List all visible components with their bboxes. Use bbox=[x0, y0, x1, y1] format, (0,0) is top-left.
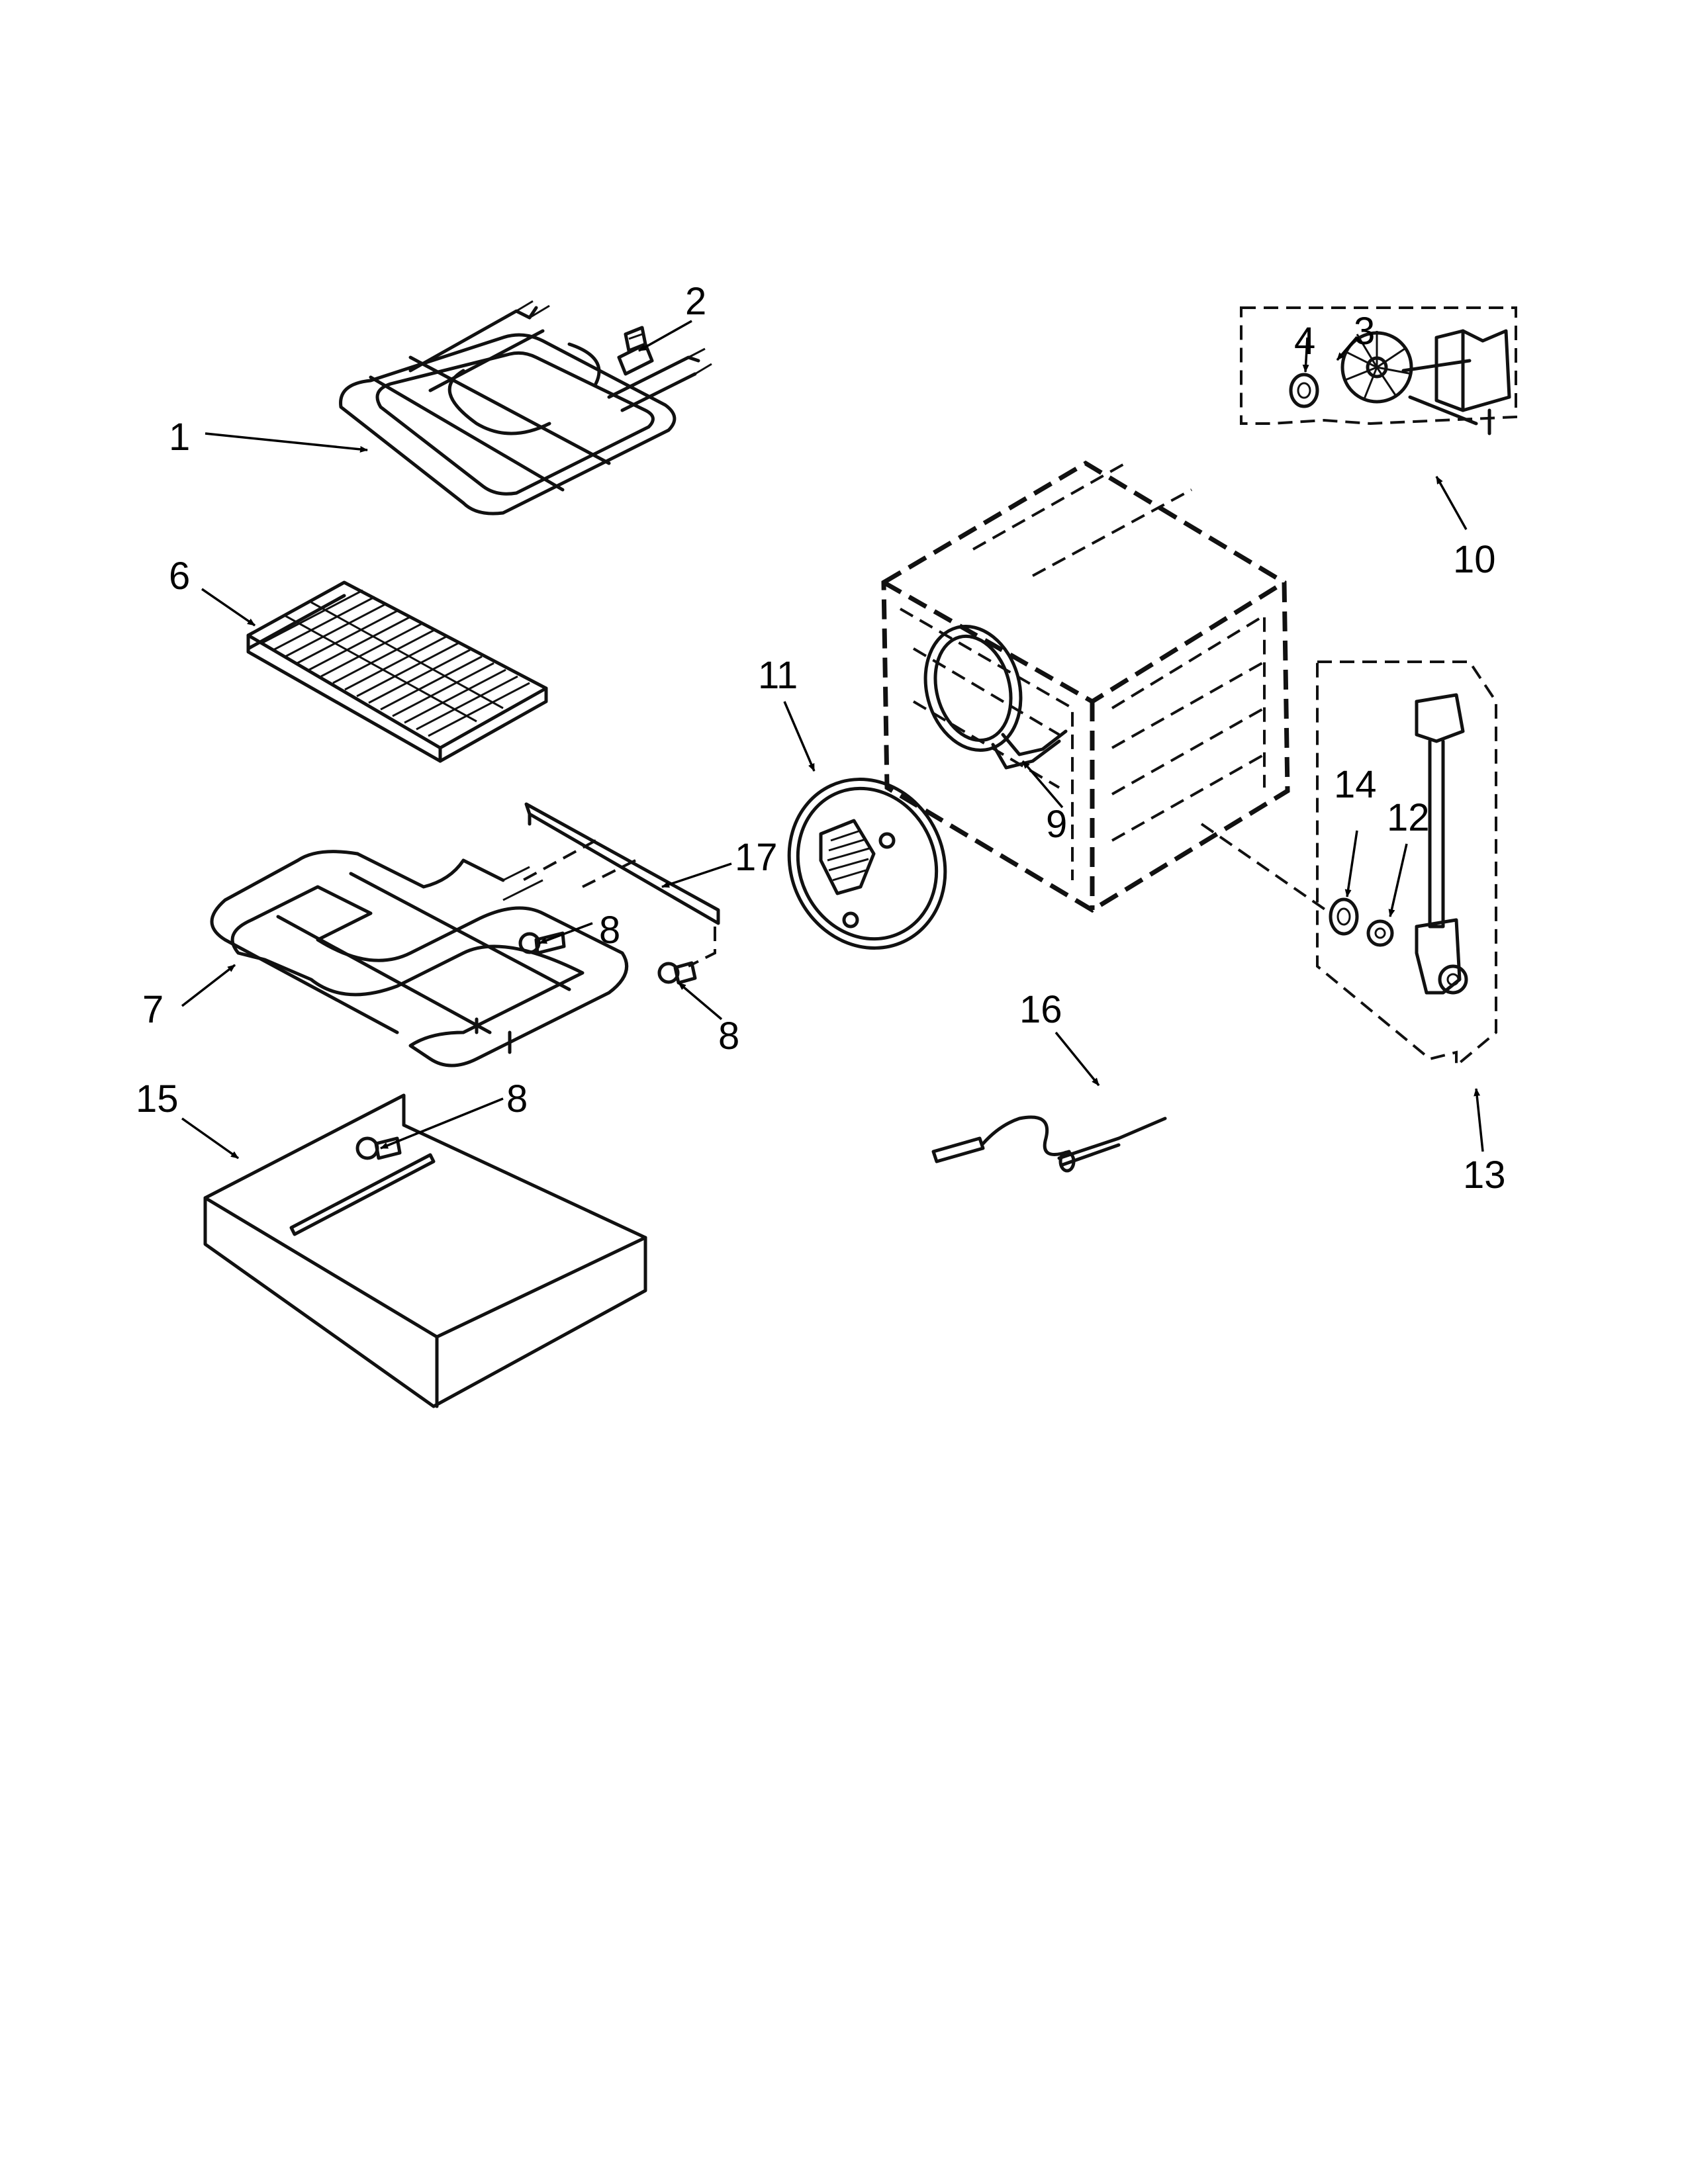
fan-motor-mount bbox=[1415, 693, 1468, 995]
assembly-axis bbox=[1200, 823, 1332, 915]
screw-8c bbox=[355, 1136, 402, 1160]
callout-16: 16 bbox=[1019, 988, 1062, 1031]
callout-labels: 1 2 3 4 6 7 8 8 8 9 10 11 12 13 14 15 16… bbox=[136, 280, 1506, 1197]
callout-1: 1 bbox=[169, 416, 190, 459]
broil-element bbox=[339, 300, 712, 516]
callout-13: 13 bbox=[1463, 1154, 1506, 1197]
bake-element bbox=[210, 850, 629, 1068]
callout-6: 6 bbox=[169, 555, 190, 598]
fan-motor-mount-group bbox=[1316, 660, 1497, 1069]
oven-rack bbox=[246, 580, 548, 763]
nut-4 bbox=[1289, 373, 1319, 408]
callout-9: 9 bbox=[1046, 803, 1067, 846]
washer-12 bbox=[1366, 919, 1394, 947]
callout-11: 11 bbox=[758, 654, 798, 697]
bottom-panel bbox=[203, 1093, 647, 1408]
fan-blade bbox=[1340, 331, 1413, 404]
callout-8b: 8 bbox=[718, 1015, 739, 1058]
convection-motor-group bbox=[1240, 306, 1517, 435]
callout-10: 10 bbox=[1453, 538, 1496, 581]
oven-cavity bbox=[881, 460, 1290, 913]
callout-4: 4 bbox=[1294, 320, 1315, 363]
screw-2 bbox=[617, 326, 654, 376]
bracket-17 bbox=[522, 802, 720, 968]
callout-17: 17 bbox=[735, 836, 778, 879]
callout-7: 7 bbox=[142, 988, 164, 1031]
fan-cover bbox=[787, 778, 947, 950]
callout-3: 3 bbox=[1354, 310, 1375, 353]
callout-12: 12 bbox=[1387, 796, 1430, 839]
convection-motor bbox=[1401, 329, 1511, 435]
callout-8c: 8 bbox=[506, 1077, 528, 1120]
leader-lines bbox=[181, 320, 1484, 1160]
nut-14 bbox=[1329, 897, 1359, 936]
callout-8a: 8 bbox=[599, 909, 620, 952]
callout-2: 2 bbox=[685, 280, 706, 323]
screw-8b bbox=[657, 961, 697, 985]
convection-element bbox=[923, 624, 1068, 770]
meat-probe bbox=[931, 1115, 1167, 1173]
callout-15: 15 bbox=[136, 1077, 179, 1120]
screw-8a bbox=[518, 931, 566, 955]
callout-14: 14 bbox=[1334, 763, 1377, 806]
